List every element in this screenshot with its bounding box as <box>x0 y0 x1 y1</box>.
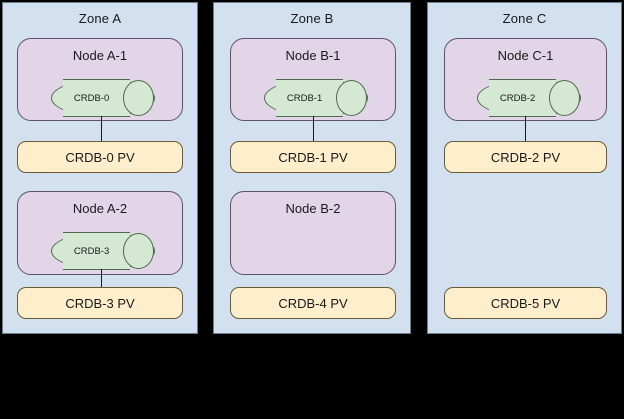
node-label-a-1: Node A-1 <box>72 48 128 63</box>
pv-box-crdb-3[interactable]: CRDB-3 PV <box>17 287 183 319</box>
node-box-c-1[interactable]: Node C-1 CRDB-2 <box>444 38 607 121</box>
pod-label-crdb-3: CRDB-3 <box>73 245 110 257</box>
connector-crdb-0 <box>101 116 102 141</box>
cylinder-end-cap <box>122 80 154 116</box>
node-label-b-2: Node B-2 <box>285 201 341 216</box>
pod-label-crdb-0: CRDB-0 <box>73 92 110 104</box>
cylinder-end-cap <box>122 233 154 269</box>
pv-box-crdb-1[interactable]: CRDB-1 PV <box>230 141 396 173</box>
node-box-a-1[interactable]: Node A-1 CRDB-0 <box>17 38 183 121</box>
pod-cylinder-crdb-1[interactable]: CRDB-1 <box>264 79 368 117</box>
node-box-a-2[interactable]: Node A-2 CRDB-3 <box>17 191 183 275</box>
pod-cylinder-crdb-3[interactable]: CRDB-3 <box>51 232 155 270</box>
zone-panel-b[interactable]: Zone B Node B-1 CRDB-1 CRDB-1 PV Node B-… <box>213 2 411 334</box>
cylinder-side <box>63 79 131 117</box>
pod-label-crdb-1: CRDB-1 <box>286 92 323 104</box>
cylinder-end-cap <box>335 80 367 116</box>
zone-title-c: Zone C <box>502 11 547 26</box>
node-label-c-1: Node C-1 <box>497 48 554 63</box>
node-label-a-2: Node A-2 <box>72 201 128 216</box>
node-box-b-1[interactable]: Node B-1 CRDB-1 <box>230 38 396 121</box>
zone-panel-a[interactable]: Zone A Node A-1 CRDB-0 CRDB-0 PV Node A-… <box>2 2 198 334</box>
connector-crdb-3 <box>101 269 102 292</box>
node-label-b-1: Node B-1 <box>285 48 341 63</box>
pv-box-crdb-2[interactable]: CRDB-2 PV <box>444 141 607 173</box>
zone-title-b: Zone B <box>290 11 334 26</box>
pv-box-crdb-4[interactable]: CRDB-4 PV <box>230 287 396 319</box>
pv-box-crdb-5[interactable]: CRDB-5 PV <box>444 287 607 319</box>
pod-label-crdb-2: CRDB-2 <box>499 92 536 104</box>
connector-crdb-1 <box>313 116 314 141</box>
pv-box-crdb-0[interactable]: CRDB-0 PV <box>17 141 183 173</box>
cylinder-side <box>63 232 131 270</box>
cylinder-end-cap <box>548 80 580 116</box>
node-box-b-2[interactable]: Node B-2 <box>230 191 396 275</box>
pod-cylinder-crdb-2[interactable]: CRDB-2 <box>477 79 581 117</box>
zone-title-a: Zone A <box>78 11 122 26</box>
pod-cylinder-crdb-0[interactable]: CRDB-0 <box>51 79 155 117</box>
connector-crdb-2 <box>525 116 526 141</box>
cylinder-side <box>276 79 344 117</box>
cylinder-side <box>489 79 557 117</box>
zone-panel-c[interactable]: Zone C Node C-1 CRDB-2 CRDB-2 PV CRDB-5 … <box>427 2 622 334</box>
